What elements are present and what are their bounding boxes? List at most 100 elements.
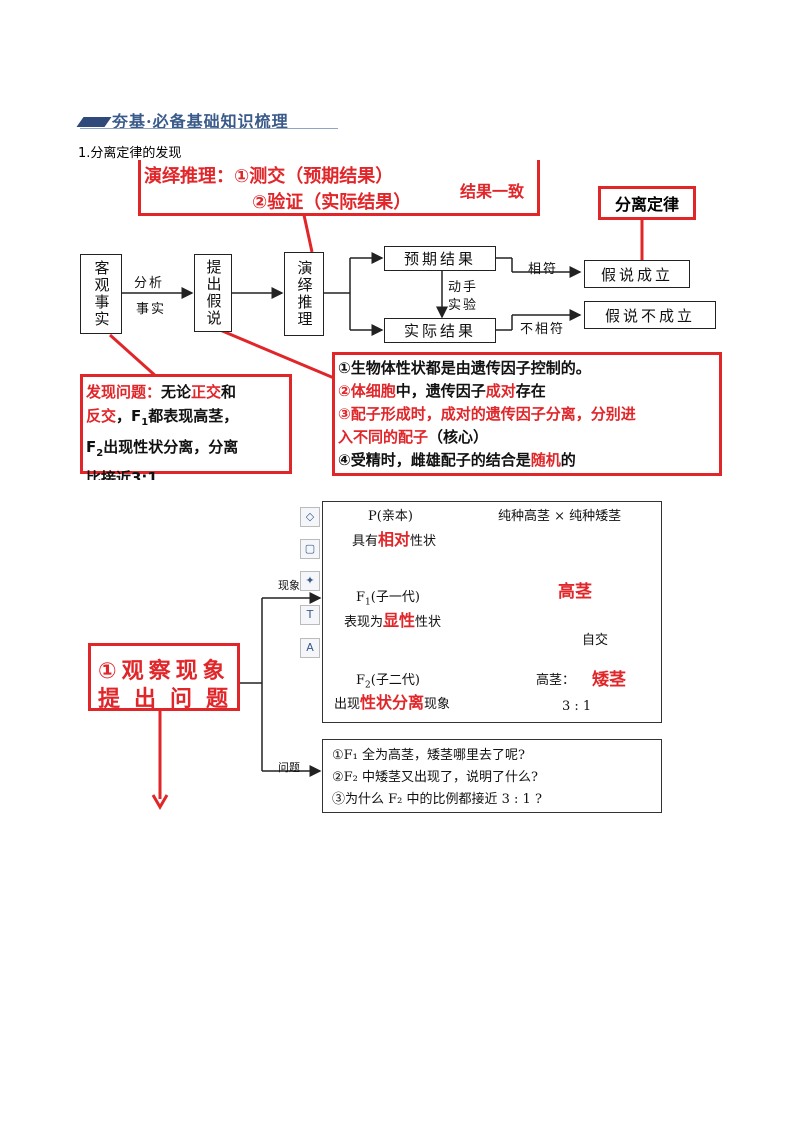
deduction-box [138, 160, 540, 216]
f2-d: 性状分离 [360, 693, 425, 712]
cross-label: 纯种高茎 × 纯种矮茎 [498, 509, 622, 524]
hyp-l2a: ② [338, 382, 351, 400]
analyze-label: 分析 [134, 276, 165, 291]
problem-heading: 发现问题： [86, 383, 162, 401]
f1-b: (子一代) [370, 590, 420, 605]
problem-t3: 和 [221, 383, 237, 401]
problem-text: 发现问题：无论正交和 反交，F1都表现高茎， F2出现性状分离，分离 比接近3:… [86, 380, 292, 480]
text-box-icon[interactable]: T [300, 605, 320, 625]
page-title: 夯基·必备基础知识梳理 [112, 112, 289, 131]
problem-t4: 反交 [86, 407, 117, 425]
hypothesis-detail-box [332, 352, 722, 476]
frame-icon[interactable]: ▢ [300, 539, 320, 559]
experiment-label-b: 实验 [448, 298, 479, 313]
ratio-value: 3 : 1 [562, 699, 592, 714]
p-line: 具有相对性状 [352, 526, 436, 550]
hypothesis-box: 提出假说 [194, 254, 232, 332]
text-style-icon[interactable]: A [300, 638, 320, 658]
question-1: ①F₁ 全为高茎，矮茎哪里去了呢? [332, 748, 525, 763]
fact-sub-label: 事实 [136, 302, 167, 317]
observation-diagram: ①观察现象 提出问题 现象 问题 ◇ ▢ ✦ T A P(亲本) 具有相对性状 … [80, 493, 722, 815]
problem-t9: 比接近3:1 [86, 469, 158, 480]
problem-t6: 都表现高茎， [148, 407, 239, 425]
observe-line1: ①观察现象 [98, 659, 230, 684]
observe-box [88, 643, 240, 711]
p-title: P(亲本) [368, 509, 413, 524]
experiment-label-a: 动手 [448, 280, 479, 295]
law-box: 分离定律 [598, 186, 696, 220]
f2-c: 出现 [334, 697, 361, 712]
hyp-l5b: 随机 [530, 451, 561, 469]
actual-box: 实际结果 [384, 318, 496, 343]
problem-t8: 出现性状分离，分离 [103, 438, 239, 456]
deduction-line1: 演绎推理：①测交（预期结果） [144, 166, 394, 187]
tall-label: 高茎 [558, 582, 592, 602]
ratio-right-label: 矮茎 [592, 670, 626, 690]
hyp-line1: ①生物体性状都是由遗传因子控制的。 [338, 359, 591, 377]
discovery-diagram: 演绎推理：①测交（预期结果） ②验证（实际结果） 结果一致 分离定律 客观事实 … [80, 160, 722, 480]
eraser-icon[interactable]: ◇ [300, 507, 320, 527]
f2-line: 出现性状分离现象 [334, 689, 450, 713]
question-2: ②F₂ 中矮茎又出现了，说明了什么? [332, 770, 538, 785]
fact-box: 客观事实 [80, 254, 122, 334]
hyp-line3: ③配子形成时，成对的遗传因子分离，分别进 [338, 405, 636, 423]
f2-sub: 2 [365, 680, 371, 691]
f1-d: 显性 [383, 611, 416, 630]
diagram-connectors [108, 168, 644, 380]
self-cross-label: 自交 [582, 633, 609, 648]
hyp-l2e: 存在 [515, 382, 546, 400]
hyp-l5a: ④受精时，雌雄配子的结合是 [338, 451, 531, 469]
p-c: 相对 [378, 530, 411, 549]
problem-t7: F [86, 438, 97, 456]
observe-line2: 提出问题 [98, 687, 243, 712]
f1-a: F [356, 590, 366, 605]
problem-t1: 无论 [161, 383, 192, 401]
lightbulb-icon[interactable]: ✦ [300, 571, 320, 591]
hyp-l2d: 成对 [485, 382, 516, 400]
f2-title: F2(子二代) [356, 669, 420, 691]
valid-label: 假说成立 [600, 265, 673, 284]
problem-t5: ，F [116, 407, 142, 425]
actual-label: 实际结果 [403, 322, 476, 340]
problem-box [80, 374, 292, 474]
hyp-l4a: 入不同的配子 [338, 428, 429, 446]
question-branch-label: 问题 [278, 761, 300, 774]
mismatch-label: 不相符 [520, 322, 566, 337]
f2-b: (子二代) [370, 673, 420, 688]
problem-sub1: 1 [141, 417, 149, 428]
hypothesis-invalid-box: 假说不成立 [584, 301, 716, 329]
problem-t2: 正交 [191, 383, 222, 401]
consistent-label: 结果一致 [460, 182, 525, 201]
f2-e: 现象 [424, 697, 451, 712]
question-3: ③为什么 F₂ 中的比例都接近 3 : 1 ? [332, 792, 542, 807]
section-heading: 1.分离定律的发现 [78, 146, 182, 161]
question-panel [322, 739, 662, 813]
problem-sub2: 2 [96, 448, 104, 459]
hypothesis-detail-text: ①生物体性状都是由遗传因子控制的。 ②体细胞中，遗传因子成对存在 ③配子形成时，… [338, 357, 718, 472]
f2-a: F [356, 673, 366, 688]
expected-label: 预期结果 [403, 250, 476, 268]
hypothesis-label: 提出假说 [204, 259, 223, 327]
f1-sub: 1 [365, 597, 371, 608]
match-label: 相符 [528, 262, 559, 277]
header-decoration [76, 117, 112, 127]
fact-label: 客观事实 [92, 260, 111, 328]
law-label: 分离定律 [614, 195, 679, 214]
hyp-l4b: （核心） [428, 428, 489, 446]
deduction-line2: ②验证（实际结果） [252, 192, 412, 213]
question-list: ①F₁ 全为高茎，矮茎哪里去了呢? ②F₂ 中矮茎又出现了，说明了什么? ③为什… [332, 745, 542, 811]
hyp-l5c: 的 [560, 451, 576, 469]
hyp-l2c: 中，遗传因子 [395, 382, 486, 400]
header-underline [80, 128, 338, 129]
hypothesis-valid-box: 假说成立 [584, 260, 690, 288]
phenomenon-panel [322, 501, 662, 723]
reasoning-label: 演绎推理 [295, 260, 314, 328]
ratio-left-label: 高茎： [536, 673, 576, 688]
f1-title: F1(子一代) [356, 586, 420, 608]
reasoning-box: 演绎推理 [284, 252, 324, 336]
f1-c: 表现为 [344, 615, 384, 630]
p-b: 具有 [352, 534, 379, 549]
p-d: 性状 [410, 534, 437, 549]
invalid-label: 假说不成立 [604, 306, 695, 325]
f1-e: 性状 [415, 615, 442, 630]
